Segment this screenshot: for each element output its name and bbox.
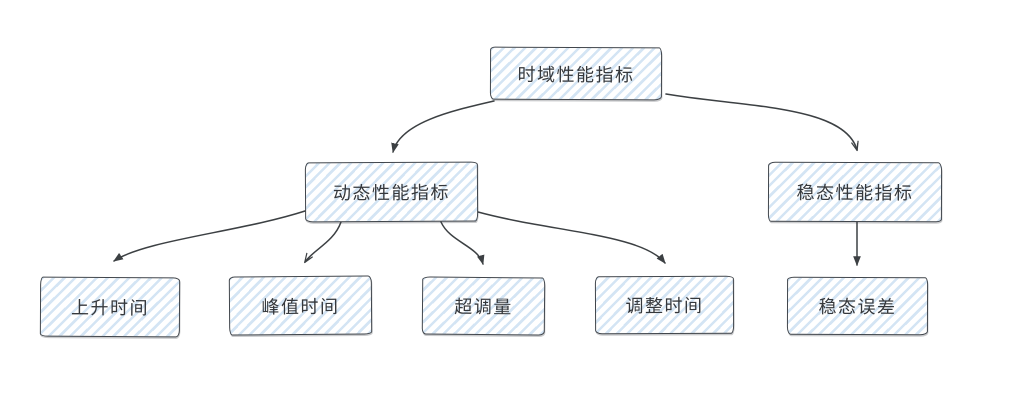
node-label: 峰值时间 [261, 296, 340, 317]
node-dynamic-performance: 动态性能指标 [304, 161, 479, 223]
edge-dynamic-peak [305, 221, 342, 262]
edge-dynamic-rise [113, 210, 306, 262]
node-overshoot: 超调量 [421, 276, 546, 336]
node-steady-state-error: 稳态误差 [786, 276, 929, 336]
node-label: 上升时间 [70, 297, 150, 319]
node-label: 稳态性能指标 [796, 182, 914, 204]
node-settling-time: 调整时间 [594, 275, 735, 335]
edge-dynamic-settling [477, 211, 666, 264]
node-label: 时域性能指标 [517, 64, 635, 85]
node-label: 超调量 [454, 296, 513, 318]
node-time-domain-performance: 时域性能指标 [489, 46, 663, 101]
node-label: 调整时间 [625, 295, 704, 317]
node-label: 动态性能指标 [332, 182, 451, 204]
edge-dynamic-overshoot [440, 221, 485, 266]
edge-root-dynamic [391, 100, 495, 154]
node-steady-state-performance: 稳态性能指标 [767, 161, 943, 223]
node-label: 稳态误差 [818, 296, 897, 318]
node-peak-time: 峰值时间 [228, 275, 373, 336]
edge-root-steady [665, 93, 857, 150]
node-rise-time: 上升时间 [39, 276, 181, 338]
